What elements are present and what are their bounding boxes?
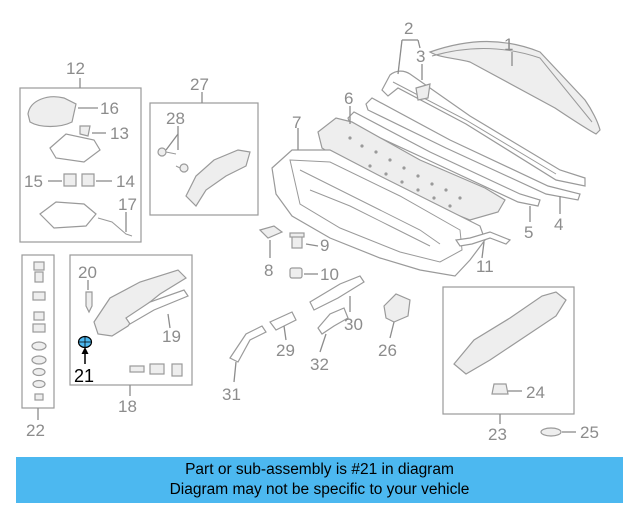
part-16-cover bbox=[27, 96, 77, 128]
callout-5: 5 bbox=[524, 223, 533, 242]
part-25-plug bbox=[540, 427, 562, 437]
callout-26: 26 bbox=[378, 341, 397, 360]
part-18-small-parts bbox=[129, 363, 183, 377]
callout-31: 31 bbox=[222, 385, 241, 404]
banner-line-1: Part or sub-assembly is #21 in diagram bbox=[185, 461, 454, 478]
callout-28: 28 bbox=[166, 109, 185, 128]
group-box-18 bbox=[69, 254, 193, 386]
part-14-nut bbox=[81, 173, 95, 187]
callout-27: 27 bbox=[190, 75, 209, 94]
part-1-top-panel bbox=[428, 40, 601, 135]
part-9-bolt bbox=[289, 232, 305, 249]
callout-1: 1 bbox=[504, 35, 513, 54]
callout-17: 17 bbox=[118, 195, 137, 214]
part-31-brace bbox=[229, 325, 267, 363]
part-2-seal bbox=[381, 70, 586, 187]
part-10-grommet bbox=[289, 267, 303, 279]
leader-lines bbox=[37, 39, 576, 433]
part-18-bracket bbox=[93, 269, 187, 337]
part-19-strip bbox=[125, 289, 189, 325]
callout-15: 15 bbox=[24, 172, 43, 191]
part-3-clip bbox=[415, 83, 431, 101]
callout-18: 18 bbox=[118, 397, 137, 416]
group-box-23 bbox=[442, 286, 575, 415]
part-7-frame bbox=[271, 149, 486, 277]
part-15-nut bbox=[63, 173, 77, 187]
callout-23: 23 bbox=[488, 425, 507, 444]
callout-16: 16 bbox=[100, 99, 119, 118]
callout-20: 20 bbox=[78, 263, 97, 282]
group-box-27 bbox=[149, 102, 259, 216]
part-20-pin bbox=[85, 291, 93, 314]
callout-29: 29 bbox=[276, 341, 295, 360]
part-32-bracket bbox=[317, 307, 349, 335]
callout-12: 12 bbox=[66, 59, 85, 78]
part-17-wire bbox=[97, 217, 133, 237]
part-28-bolts bbox=[157, 147, 189, 173]
info-banner: Part or sub-assembly is #21 in diagram D… bbox=[16, 457, 623, 503]
callout-11: 11 bbox=[476, 257, 494, 276]
part-24-bumper bbox=[491, 383, 509, 395]
part-housing-12 bbox=[39, 201, 97, 229]
part-plate-12 bbox=[49, 133, 101, 163]
part-13-clip bbox=[79, 125, 91, 137]
callout-22: 22 bbox=[26, 421, 45, 440]
part-29-bracket bbox=[269, 311, 297, 331]
part-30-bracket bbox=[309, 275, 365, 311]
callout-32: 32 bbox=[310, 355, 329, 374]
part-6-holes bbox=[348, 136, 462, 208]
callout-2: 2 bbox=[404, 19, 413, 38]
callout-10: 10 bbox=[320, 265, 339, 284]
part-4-seal bbox=[365, 97, 581, 201]
callouts: 1 2 3 4 5 6 7 8 9 10 11 12 13 14 15 16 1… bbox=[24, 19, 599, 444]
part-11-rail bbox=[454, 231, 512, 247]
callout-30: 30 bbox=[344, 315, 363, 334]
part-21-highlighted[interactable] bbox=[77, 335, 93, 349]
callout-6: 6 bbox=[344, 89, 353, 108]
part-27-bracket bbox=[185, 149, 251, 207]
callout-14: 14 bbox=[116, 172, 135, 191]
callout-9: 9 bbox=[320, 236, 329, 255]
callout-24: 24 bbox=[526, 383, 545, 402]
part-26-hinge bbox=[383, 293, 411, 323]
callout-8: 8 bbox=[264, 261, 273, 280]
callout-7: 7 bbox=[292, 113, 301, 132]
callout-25: 25 bbox=[580, 423, 599, 442]
callout-21-highlighted: 21 bbox=[74, 366, 94, 386]
callout-4: 4 bbox=[554, 215, 563, 234]
part-23-bracket bbox=[453, 291, 567, 375]
part-8-pad bbox=[258, 225, 284, 239]
callout-19: 19 bbox=[162, 327, 181, 346]
callout-13: 13 bbox=[110, 124, 129, 143]
callout-3: 3 bbox=[416, 47, 425, 66]
part-22-fasteners bbox=[31, 261, 47, 401]
banner-line-2: Diagram may not be specific to your vehi… bbox=[169, 481, 470, 498]
